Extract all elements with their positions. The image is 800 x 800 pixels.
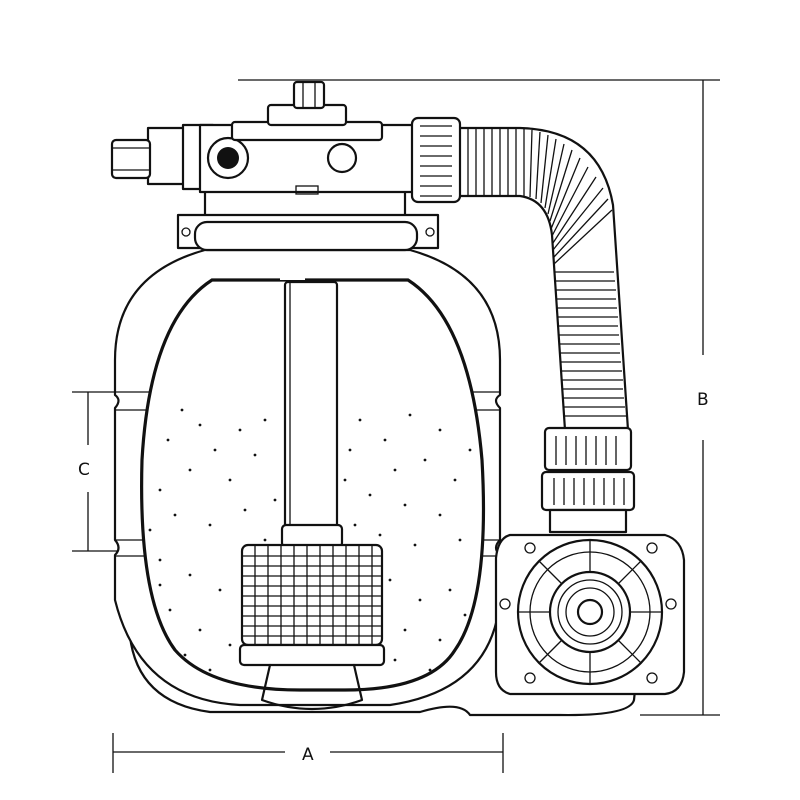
dimension-c-label: C bbox=[78, 460, 90, 480]
dimension-a-label: A bbox=[302, 745, 314, 765]
filter-sand bbox=[148, 408, 472, 672]
pump-housing bbox=[494, 533, 686, 696]
center-standpipe bbox=[280, 280, 344, 549]
tank-clamp bbox=[176, 188, 440, 252]
dimension-b-label: B bbox=[697, 390, 709, 410]
pump-inlet-union bbox=[540, 426, 636, 534]
multiport-valve bbox=[110, 80, 427, 195]
dimension-b: B bbox=[238, 79, 720, 716]
dimension-a: A bbox=[112, 733, 504, 773]
bottom-lateral bbox=[238, 543, 386, 711]
flex-hose bbox=[453, 126, 630, 432]
valve-outlet-union bbox=[410, 116, 462, 204]
